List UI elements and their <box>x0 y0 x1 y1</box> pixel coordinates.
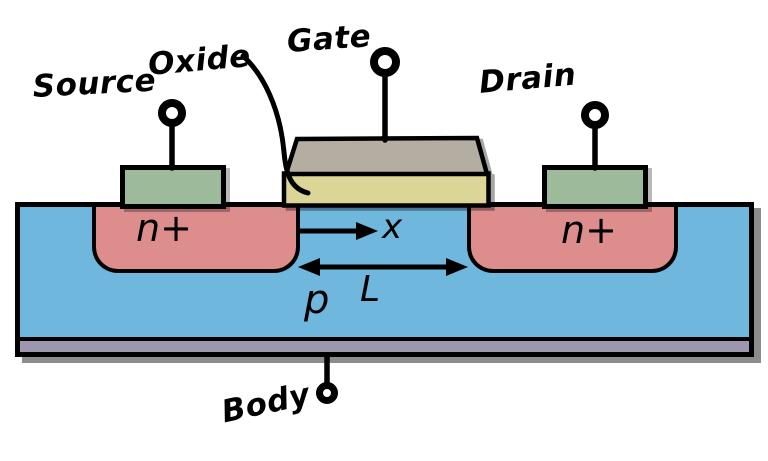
oxide-pointer-curve <box>240 53 311 196</box>
n-plus-source-region <box>92 207 300 273</box>
n-plus-drain-region <box>467 207 678 273</box>
body-label: Body <box>218 376 314 431</box>
n-plus-drain-label: n+ <box>561 208 617 252</box>
oxide-label: Oxide <box>146 38 253 83</box>
body-contact-strip <box>20 337 749 352</box>
source-contact <box>120 165 226 209</box>
drain-terminal-icon <box>581 101 609 129</box>
gate-label: Gate <box>285 18 373 60</box>
drain-contact <box>542 165 648 209</box>
body-terminal-icon <box>316 382 338 404</box>
x-axis-label: x <box>382 207 403 247</box>
gate-electrode <box>282 135 490 177</box>
channel-length-label: L <box>360 269 381 310</box>
gate-terminal-icon <box>370 47 400 77</box>
p-substrate-label: p <box>304 277 330 323</box>
source-label: Source <box>31 62 157 105</box>
source-terminal-icon <box>158 99 186 127</box>
n-plus-source-label: n+ <box>136 206 192 250</box>
drain-label: Drain <box>477 56 578 101</box>
oxide-layer <box>281 171 491 208</box>
gate-stack <box>281 135 491 208</box>
